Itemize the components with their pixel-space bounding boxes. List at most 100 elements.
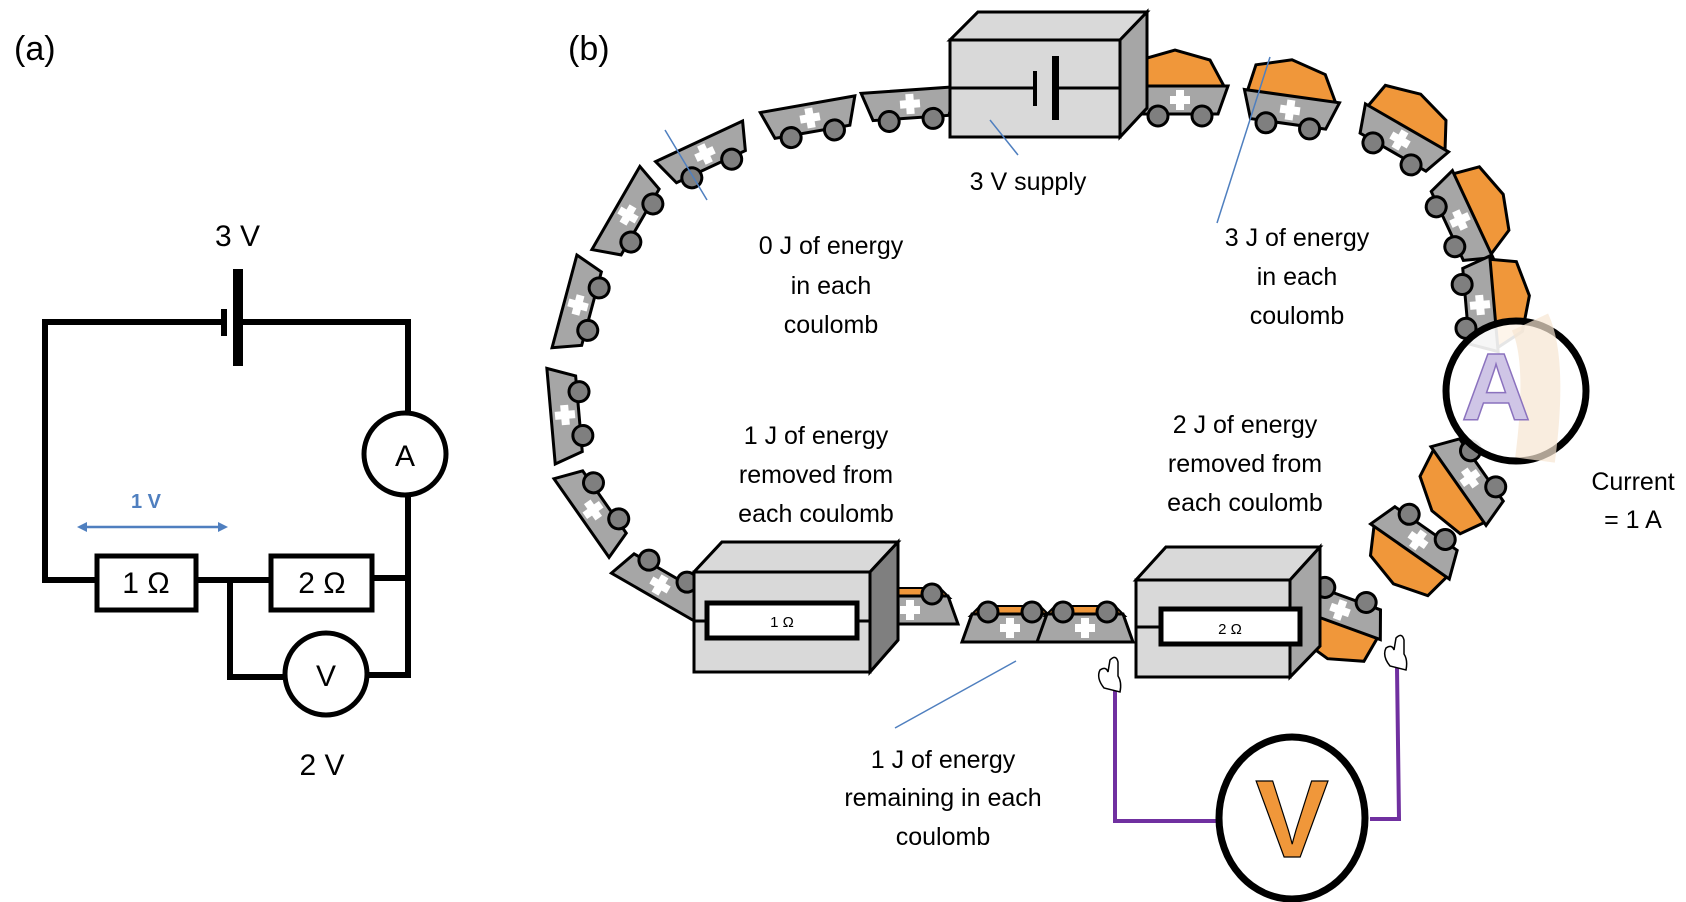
svg-text:each coulomb: each coulomb [738, 500, 894, 528]
svg-text:removed from: removed from [739, 461, 893, 489]
three-energy-leader-line [1216, 56, 1271, 224]
cart-wheel [1450, 272, 1474, 296]
charge-cart [1418, 437, 1508, 536]
cart-wheel [1254, 111, 1278, 135]
cart-wheel [641, 192, 665, 216]
positive-charge-icon [617, 204, 639, 226]
cart-wheel [1424, 195, 1448, 219]
annotation-one-remaining: 1 J of energy remaining in each coulomb [844, 746, 1041, 851]
positive-charge-icon [1407, 529, 1429, 551]
charge-cart [551, 469, 631, 560]
charge-cart [653, 118, 747, 190]
zero-energy-leader-line [664, 129, 708, 201]
positive-charge-icon [1469, 294, 1491, 316]
svg-text:1 J of energy: 1 J of energy [871, 746, 1016, 774]
probe-hand-left-icon [1097, 656, 1122, 693]
charge-cart [589, 163, 665, 257]
panel-b-label: (b) [568, 30, 610, 68]
cart-wheel [607, 507, 631, 531]
positive-charge-icon [1449, 209, 1471, 231]
ammeter-symbol-circle [361, 410, 449, 498]
svg-text:in each: in each [1257, 263, 1338, 291]
ammeter-letter-b: A [1461, 334, 1530, 441]
resistor-1-box [690, 538, 902, 676]
positive-charge-icon [900, 600, 920, 620]
voltmeter-meter [1215, 733, 1369, 902]
cart-wheel [637, 548, 661, 572]
annotation-zero-energy: 0 J of energy in each coulomb [759, 232, 904, 339]
cell-short-plate [221, 309, 227, 336]
voltmeter-letter: V [316, 660, 336, 693]
resistor-2-box [1132, 543, 1324, 681]
ammeter-letter: A [395, 440, 415, 473]
positive-charge-icon [1389, 129, 1411, 151]
cart-wheel [587, 276, 611, 300]
svg-text:2 J of energy: 2 J of energy [1173, 411, 1318, 439]
charge-cart [858, 85, 959, 133]
charge-cart [608, 548, 702, 624]
supply-voltage-label: 3 V [215, 220, 260, 253]
charge-cart [1424, 165, 1511, 262]
svg-text:in each: in each [791, 272, 872, 300]
cart-wheel [1298, 117, 1322, 141]
svg-text:coulomb: coulomb [896, 823, 991, 851]
positive-charge-icon [899, 93, 921, 115]
panel-a-label: (a) [14, 30, 56, 68]
charge-cart [545, 366, 595, 467]
charge-cart [757, 94, 857, 150]
pd-arrow-label: 1 V [131, 491, 162, 513]
wire-top-right [237, 319, 411, 415]
probe-hand-right-icon [1383, 634, 1408, 671]
svg-text:= 1 A: = 1 A [1604, 506, 1662, 534]
charge-cart [1368, 502, 1459, 598]
ammeter-meter [1442, 313, 1590, 465]
cart-wheel [1354, 590, 1378, 614]
voltmeter-reading: 2 V [299, 749, 344, 782]
cart-wheel [567, 380, 591, 404]
positive-charge-icon [649, 574, 671, 596]
positive-charge-icon [1170, 90, 1190, 110]
resistor-2-label: 2 Ω [298, 567, 345, 600]
svg-text:remaining in each: remaining in each [844, 784, 1041, 812]
annotation-three-energy: 3 J of energy in each coulomb [1225, 224, 1370, 330]
wire-voltmeter-left [227, 577, 289, 680]
supply-box [946, 8, 1151, 141]
positive-charge-icon [1279, 99, 1301, 121]
panel-b: (b) 3 V supply 1 Ω [545, 8, 1675, 902]
svg-text:coulomb: coulomb [784, 311, 879, 339]
cart-wheel [779, 126, 803, 150]
wire-left [42, 319, 100, 583]
annotation-two-removed: 2 J of energy removed from each coulomb [1167, 411, 1323, 517]
resistor-2-symbol [268, 553, 375, 613]
cart-wheel [571, 424, 595, 448]
charge-cart [959, 600, 1061, 644]
supply-label: 3 V supply [970, 168, 1087, 196]
positive-charge-icon [1000, 618, 1020, 638]
cart-wheel [822, 118, 846, 142]
cart-wheel [1361, 131, 1385, 155]
cart-wheel [1433, 528, 1457, 552]
wire-ammeter-down [368, 493, 411, 678]
charge-cart [1358, 83, 1452, 177]
voltmeter-lead-left [1113, 688, 1216, 823]
cart-wheel [576, 318, 600, 342]
one-remaining-leader-line [894, 660, 1017, 729]
positive-charge-icon [582, 499, 604, 521]
positive-charge-icon [1075, 618, 1095, 638]
svg-text:0 J of energy: 0 J of energy [759, 232, 904, 260]
positive-charge-icon [799, 107, 821, 129]
supply-cell-short-plate [1033, 71, 1037, 106]
cart-wheel [921, 106, 945, 130]
positive-charge-icon [554, 404, 576, 426]
positive-charge-icon [1329, 599, 1351, 621]
supply-cell-long-plate [1052, 56, 1059, 120]
svg-text:coulomb: coulomb [1250, 302, 1345, 330]
annotation-current: Current = 1 A [1591, 468, 1674, 534]
svg-text:3 J of energy: 3 J of energy [1225, 224, 1370, 252]
cart-wheel [1020, 600, 1044, 624]
voltmeter-lead-right [1370, 667, 1402, 821]
cart-wheel [877, 109, 901, 133]
cart-wheel [1484, 475, 1508, 499]
resistor-1-symbol [94, 553, 199, 613]
resistor-1-label: 1 Ω [122, 567, 169, 600]
